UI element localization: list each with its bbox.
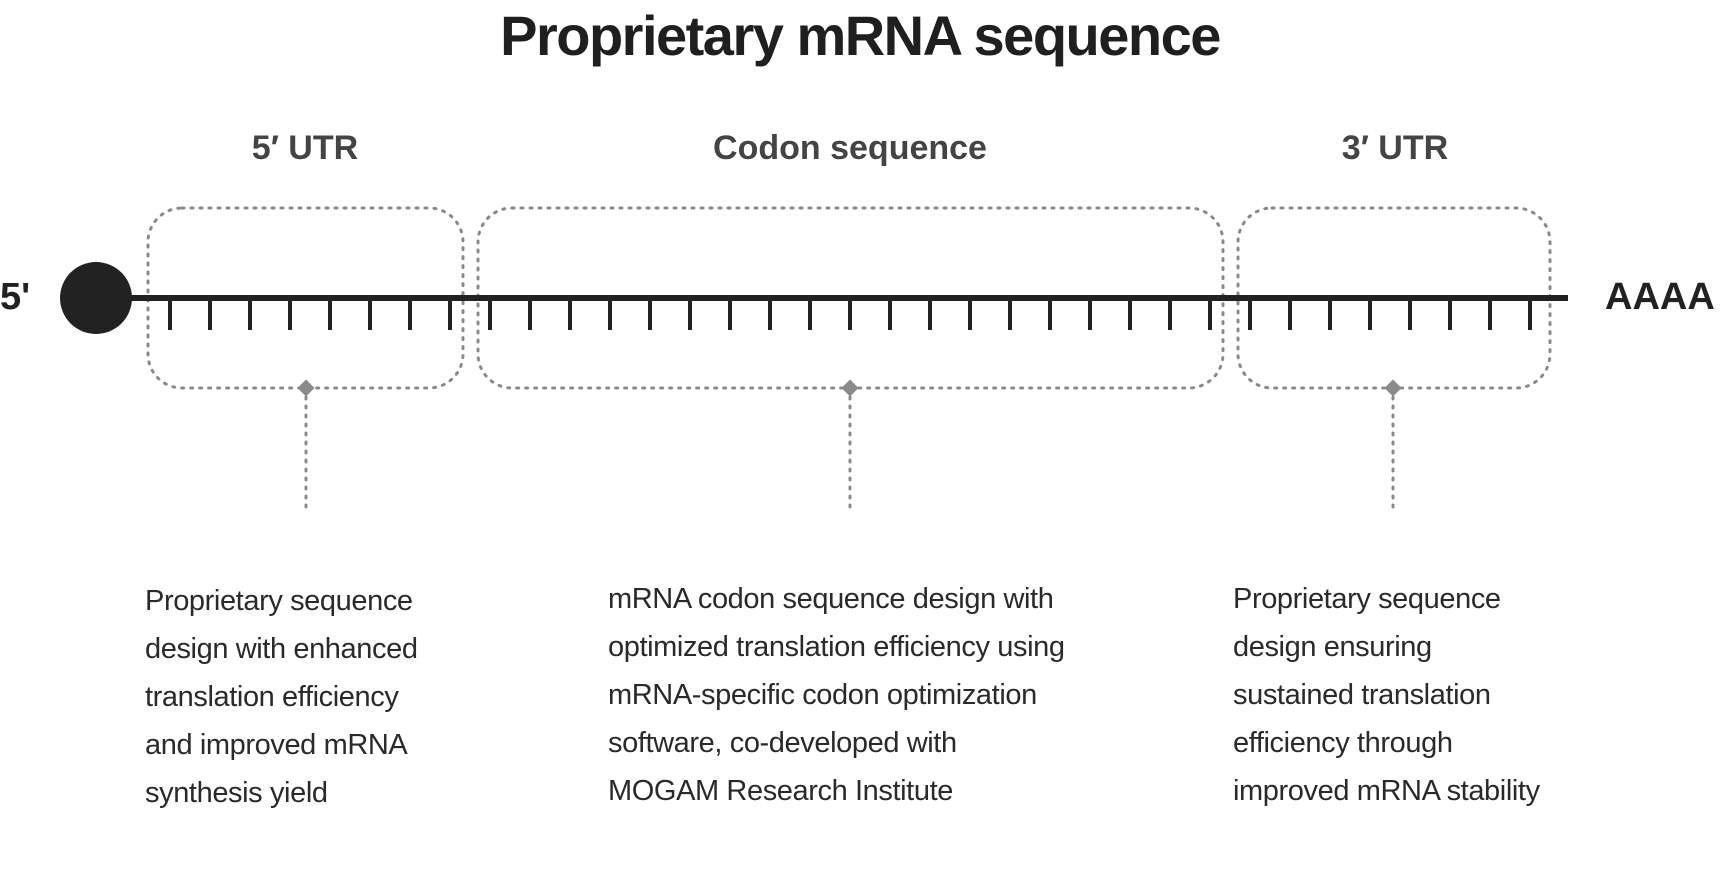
description-line: design ensuring <box>1233 631 1432 663</box>
description-line: sustained translation <box>1233 679 1491 711</box>
description-line: mRNA-specific codon optimization <box>608 679 1037 711</box>
description-line: and improved mRNA <box>145 729 408 761</box>
connector-dot-5-utr <box>297 379 315 397</box>
five-prime-end-label: 5' <box>0 276 31 318</box>
description-line: Proprietary sequence <box>145 585 413 617</box>
connector-dot-3-utr <box>1384 379 1402 397</box>
description-line: improved mRNA stability <box>1233 775 1540 807</box>
nucleotide-ticks <box>168 298 1532 330</box>
description-5-utr: Proprietary sequence design with enhance… <box>145 577 475 817</box>
description-line: efficiency through <box>1233 727 1453 759</box>
connector-dot-codon-sequence <box>841 379 859 397</box>
description-line: mRNA codon sequence design with <box>608 583 1054 615</box>
region-label-3-utr: 3′ UTR <box>1341 129 1449 167</box>
description-line: MOGAM Research Institute <box>608 775 953 807</box>
description-line: synthesis yield <box>145 777 328 809</box>
description-line: Proprietary sequence <box>1233 583 1501 615</box>
region-label-5-utr: 5′ UTR <box>251 129 359 167</box>
five-prime-cap <box>60 262 132 334</box>
page-title: Proprietary mRNA sequence <box>500 4 1221 67</box>
description-line: design with enhanced <box>145 633 418 665</box>
description-3-utr: Proprietary sequence design ensuring sus… <box>1233 575 1573 815</box>
region-label-codon-sequence: Codon sequence <box>713 129 987 167</box>
description-line: software, co-developed with <box>608 727 957 759</box>
description-line: optimized translation efficiency using <box>608 631 1065 663</box>
description-line: translation efficiency <box>145 681 399 713</box>
description-codon-sequence: mRNA codon sequence design with optimize… <box>608 575 1108 815</box>
poly-a-tail-label: AAAA <box>1605 276 1715 318</box>
